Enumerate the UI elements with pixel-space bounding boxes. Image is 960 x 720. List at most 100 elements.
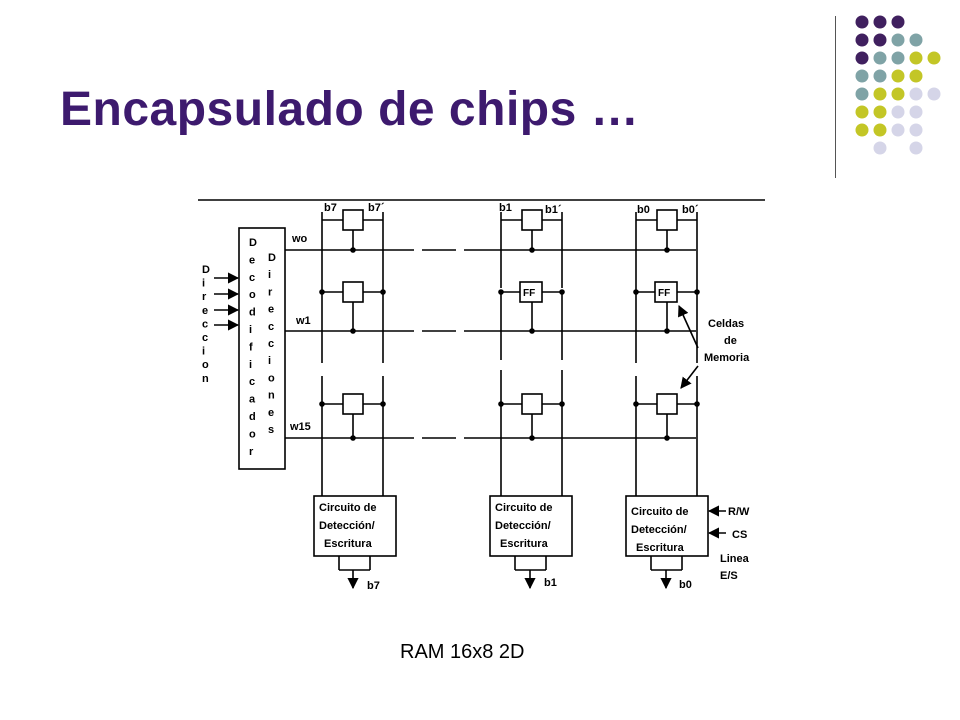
vertical-letter: d xyxy=(249,411,256,423)
dot xyxy=(909,87,923,101)
dot xyxy=(909,33,923,47)
vertical-letter: i xyxy=(268,269,271,281)
vertical-letter: r xyxy=(249,446,254,458)
circuit-box-b1 xyxy=(489,495,573,557)
bottom-bit-label: b7 xyxy=(367,580,380,592)
circuit-text: Escritura xyxy=(500,538,549,550)
vertical-letter: c xyxy=(249,272,255,284)
bitline-b7 xyxy=(321,212,384,496)
vertical-letter: i xyxy=(202,346,205,358)
dot xyxy=(891,105,905,119)
vertical-letter: e xyxy=(268,407,274,419)
dot xyxy=(855,33,869,47)
cell-connections xyxy=(322,219,697,438)
dot xyxy=(909,51,923,65)
label-b7-prime: b7´ xyxy=(368,202,385,214)
memory-cell xyxy=(342,209,364,231)
junction-dots xyxy=(319,247,700,441)
memory-cell xyxy=(342,393,364,415)
vertical-letter: o xyxy=(202,359,209,371)
label-b1-prime: b1´ xyxy=(545,204,562,216)
ram-circuit-svg: b7 b7´ b1 b1´ b0 b0´ wo w1 w15 FF FF Cel… xyxy=(198,199,765,592)
circuit-text: Escritura xyxy=(636,542,685,554)
io-connection-b0 xyxy=(650,556,683,590)
cs-label: CS xyxy=(732,529,747,541)
dot xyxy=(909,105,923,119)
vertical-letter: r xyxy=(268,286,273,298)
title-divider-line xyxy=(835,16,836,178)
io-connection-b1 xyxy=(514,556,547,590)
label-b1: b1 xyxy=(499,202,512,214)
ff-label: FF xyxy=(523,288,535,299)
cells-label-line: Celdas xyxy=(708,318,744,330)
vertical-letter: c xyxy=(202,318,208,330)
cells-pointer-arrow xyxy=(680,365,699,389)
dot xyxy=(873,15,887,29)
circuit-box-b0 xyxy=(625,495,709,557)
decoder-box xyxy=(238,227,286,470)
circuit-text: Detección/ xyxy=(495,520,551,532)
dot xyxy=(873,87,887,101)
dot xyxy=(873,123,887,137)
io-connection-b7 xyxy=(338,556,371,590)
bottom-bit-label: b0 xyxy=(679,579,692,591)
vertical-letter: c xyxy=(202,332,208,344)
word-line-label-w1: w1 xyxy=(295,315,311,327)
figure-caption: RAM 16x8 2D xyxy=(400,641,525,663)
vertical-letter: i xyxy=(268,355,271,367)
bitline-b1 xyxy=(500,212,563,496)
dot xyxy=(891,87,905,101)
vertical-letter: e xyxy=(268,304,274,316)
dot xyxy=(891,51,905,65)
flipflop-cell xyxy=(654,281,678,303)
vertical-letter: o xyxy=(268,372,275,384)
dot xyxy=(855,123,869,137)
dot xyxy=(873,105,887,119)
memory-cell xyxy=(656,209,678,231)
circuit-text: Circuito de xyxy=(495,502,552,514)
dot xyxy=(909,141,923,155)
dot xyxy=(891,123,905,137)
bitline-b0 xyxy=(635,212,698,496)
vertical-letter: o xyxy=(249,428,256,440)
bottom-bit-label: b1 xyxy=(544,577,557,589)
cells-pointer-arrow xyxy=(678,304,699,349)
memory-cell xyxy=(521,209,543,231)
io-line-label: E/S xyxy=(720,570,738,582)
vertical-letter: c xyxy=(268,338,274,350)
circuit-text: Circuito de xyxy=(319,502,376,514)
dot xyxy=(855,51,869,65)
dot xyxy=(909,123,923,137)
label-b0: b0 xyxy=(637,204,650,216)
slide-title: Encapsulado de chips … xyxy=(60,83,640,136)
dot xyxy=(927,51,941,65)
ram-diagram: b7 b7´ b1 b1´ b0 b0´ wo w1 w15 FF FF Cel… xyxy=(196,198,767,596)
vertical-letter: c xyxy=(249,376,255,388)
rw-label: R/W xyxy=(728,506,750,518)
cells-label-line: de xyxy=(724,335,737,347)
vertical-letter: i xyxy=(249,324,252,336)
vertical-letter: o xyxy=(249,289,256,301)
dot xyxy=(855,87,869,101)
dot xyxy=(855,15,869,29)
dot xyxy=(891,33,905,47)
vertical-letter: r xyxy=(202,291,207,303)
word-line-label-w15: w15 xyxy=(289,421,311,433)
memory-cell xyxy=(521,393,543,415)
ff-label: FF xyxy=(658,288,670,299)
continuation-dashes xyxy=(320,363,699,376)
dot xyxy=(873,33,887,47)
circuit-text: Escritura xyxy=(324,538,373,550)
vertical-letter: d xyxy=(249,307,256,319)
flipflop-cell xyxy=(519,281,543,303)
word-line-label-wo: wo xyxy=(291,233,308,245)
circuit-text: Circuito de xyxy=(631,506,688,518)
vertical-letter: D xyxy=(249,237,257,249)
memory-cell xyxy=(656,393,678,415)
memory-cell xyxy=(342,281,364,303)
vertical-letter: f xyxy=(249,341,253,353)
dot xyxy=(873,51,887,65)
vertical-letter: a xyxy=(249,394,256,406)
vertical-letter: i xyxy=(249,359,252,371)
